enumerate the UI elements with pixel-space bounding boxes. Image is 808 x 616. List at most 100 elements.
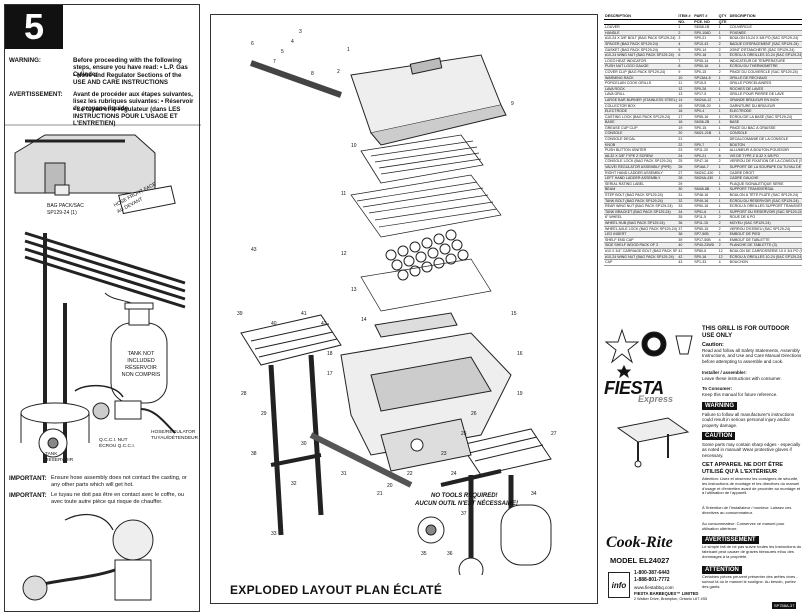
parts-cell: 1	[717, 114, 729, 121]
parts-cell: 36	[677, 220, 694, 227]
parts-cell: 2	[717, 231, 729, 238]
grill-cart-illustration	[5, 124, 201, 463]
parts-cell: KNOB	[604, 142, 678, 149]
parts-cell: SP11-20	[693, 147, 718, 154]
fr-attention: Attention: Lisez et observez les consign…	[702, 476, 801, 496]
phone-1: 1-800-387-6443	[634, 570, 670, 576]
cookrite-logo: Cook-Rite	[606, 534, 673, 551]
parts-cell: SP7-50B	[693, 231, 718, 238]
svg-text:25: 25	[461, 431, 467, 437]
parts-subheader-cell: PCE. NO	[693, 19, 718, 26]
company-address: 2 Walker Drive, Brampton, Ontario L6T 4S…	[634, 597, 708, 601]
company-name: FIESTA BARBEQUES™ LIMITED	[634, 591, 699, 596]
parts-cell: 1	[717, 63, 729, 70]
warning-header: WARNING	[702, 402, 737, 410]
consumer-text: Keep this manual for future reference.	[702, 392, 778, 397]
svg-text:39: 39	[237, 311, 243, 317]
svg-text:41: 41	[301, 311, 307, 317]
parts-cell: GARNITURE DU BRÛLEUR	[728, 103, 802, 110]
parts-cell: SP0-4	[693, 108, 718, 115]
parts-cell: 28	[677, 175, 694, 182]
parts-cell: 1	[717, 58, 729, 65]
parts-cell: 15	[677, 103, 694, 110]
parts-cell: 2	[717, 47, 729, 54]
warning-line2: • Hose and Regulator Sections of the	[73, 72, 182, 79]
parts-cell: 34	[677, 209, 694, 216]
parts-cell: 38	[677, 231, 694, 238]
parts-cell: #8-32 X 3/8" TYPE Z SCREW	[604, 153, 678, 160]
parts-cell: SP11-5	[693, 214, 718, 221]
parts-cell: ÉCROU DE LA BASE (SAC SP129-24)	[728, 114, 802, 121]
parts-cell: SERIAL RATING LABEL	[604, 181, 678, 188]
parts-cell: SP0-7	[693, 142, 718, 149]
parts-cell: SP0-15	[693, 69, 718, 76]
parts-cell: SM24A-430	[693, 175, 718, 182]
parts-cell: SP49-16	[693, 198, 718, 205]
fr-outdoor-title: CET APPAREIL NE DOIT ÊTRE UTILISÉ QU'À L…	[702, 462, 784, 476]
parts-cell: LAVA ROCK	[604, 86, 678, 93]
parts-cell: 1	[717, 108, 729, 115]
parts-cell: ROUE DE 6 PO	[728, 214, 802, 221]
parts-cell: COVER CLIP (BAG PACK SP129-24)	[604, 69, 678, 76]
parts-cell: 2	[717, 220, 729, 227]
parts-cell: 12	[677, 86, 694, 93]
parts-cell: 1	[717, 97, 729, 104]
svg-text:19: 19	[517, 391, 523, 397]
reservoir-non-compris: RÉSERVOIR NON COMPRIS	[121, 365, 161, 378]
parts-cell: 1	[717, 130, 729, 138]
parts-cell: SP51-6	[693, 209, 718, 216]
parts-cell: BAGUE D'ESPACEMENT (SAC SP129-24)	[728, 41, 802, 48]
parts-cell: INDICATEUR DE TEMPÉRATURE	[728, 58, 802, 65]
parts-cell: PUSH NUT LOGO GAUGE	[604, 63, 678, 70]
parts-cell: 19	[677, 125, 694, 132]
svg-text:24: 24	[451, 471, 457, 477]
parts-cell: WARMING RACK	[604, 75, 678, 82]
parts-cell: JOINT D'ÉTANCHÉITÉ (SAC SP129-24)	[728, 47, 802, 54]
hose-regulator-label: HOSE/REGULATOR	[151, 430, 196, 435]
parts-cell: 35	[677, 214, 694, 221]
parts-cell: LEFT HAND LADDER ASSEMBLY	[604, 175, 678, 182]
parts-cell: GRILLE PORCELAINÉES	[728, 80, 802, 87]
parts-cell: CADRE DROIT	[728, 170, 802, 177]
parts-cell: 1	[717, 75, 729, 82]
parts-cell: 1	[677, 24, 694, 31]
parts-cell: 2	[677, 30, 694, 37]
parts-cell: ÉLECTRODE	[728, 108, 802, 115]
svg-text:17: 17	[327, 371, 333, 377]
parts-cell: 4	[677, 41, 694, 48]
tank-not-included: TANK NOT INCLUDED	[127, 351, 155, 364]
parts-cell: COLLECTOR BOX	[604, 103, 678, 110]
parts-cell: DÉCALCOMANIE DE LA CONSOLE	[728, 136, 802, 143]
parts-cell: PINCE DU BAC À GRAISSE	[728, 125, 802, 132]
grill-thumbnail	[616, 417, 690, 468]
svg-text:21: 21	[377, 491, 383, 497]
parts-cell: 40	[677, 242, 694, 249]
installer-text: Leave these instructions with consumer.	[702, 376, 782, 381]
parts-cell: 1	[717, 91, 729, 98]
parts-cell: 2	[717, 69, 729, 76]
parts-cell: 1	[717, 103, 729, 110]
svg-text:6: 6	[251, 41, 254, 47]
parts-cell: SP11-15	[693, 220, 718, 227]
parts-cell: COUVERCLE	[728, 24, 802, 31]
exploded-title: EXPLODED LAYOUT PLAN ÉCLATÉ	[230, 583, 443, 597]
svg-text:31: 31	[341, 471, 347, 477]
parts-cell: 1	[717, 164, 729, 171]
parts-cell: 1	[717, 147, 729, 154]
svg-text:22: 22	[407, 471, 413, 477]
svg-text:32: 32	[291, 481, 297, 487]
parts-cell: GRANDE BRÛLEUR EN INOX	[728, 97, 802, 104]
parts-cell: CONSOLE LOCK (BAG PACK SP129-24)	[604, 158, 678, 165]
